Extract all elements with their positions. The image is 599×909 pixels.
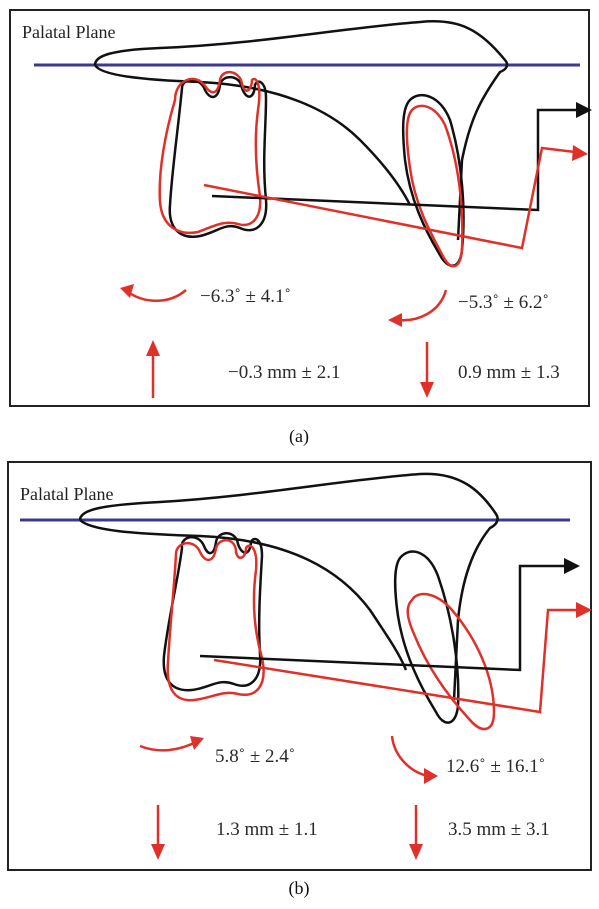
palatal-plane-label: Palatal Plane [22,22,115,42]
panel-b: Palatal Plane 5.8˚ ± 2.4˚ 12.6˚ ± 16.1˚ … [0,450,599,904]
rotation-right-arrow [397,289,448,322]
occlusal-line-pre [199,564,565,672]
vertical-left-arrowhead [151,844,165,860]
maxilla-outline [78,472,499,701]
vertical-right-value: 3.5 mm ± 3.1 [448,819,550,840]
vertical-left-value: −0.3 mm ± 2.1 [228,362,340,383]
maxilla-outline [93,20,509,241]
vertical-right-value: 0.9 mm ± 1.3 [458,362,560,383]
vertical-left-arrowhead [146,340,160,356]
rotation-left-arrow [127,289,187,302]
occlusal-line-pre [211,108,578,212]
arrowhead-post [576,602,592,618]
rotation-left-value: 5.8˚ ± 2.4˚ [215,746,295,767]
rotation-right-arrowhead [388,313,402,327]
arrowhead-pre [564,558,580,574]
rotation-left-arrow [139,740,197,752]
caption-a: (a) [289,426,309,447]
rotation-left-value: −6.3˚ ± 4.1˚ [200,286,291,307]
rotation-right-value: −5.3˚ ± 6.2˚ [458,292,549,313]
arrowhead-pre [576,102,592,118]
incisor-post-outline [405,104,464,268]
panel-a: Palatal Plane −6.3˚ ± 4.1˚ −5.3˚ ± 6.2˚ … [0,0,599,450]
incisor-post-outline [406,592,496,731]
rotation-right-arrowhead [424,768,438,784]
occlusal-line-post [203,146,576,250]
arrowhead-post [572,145,588,161]
molar-post-outline [166,539,265,702]
caption-b: (b) [289,878,310,899]
rotation-left-arrowhead [120,284,134,298]
molar-post-outline [158,71,262,235]
rotation-right-arrow [390,735,429,778]
vertical-left-value: 1.3 mm ± 1.1 [216,819,318,840]
occlusal-line-post [213,608,578,714]
panel-b-diagram: Palatal Plane 5.8˚ ± 2.4˚ 12.6˚ ± 16.1˚ … [7,461,592,899]
incisor-pre-outline [394,550,460,724]
vertical-right-arrowhead [420,382,434,398]
panel-frame [7,461,592,871]
palatal-plane-label: Palatal Plane [20,484,113,504]
panel-a-diagram: Palatal Plane −6.3˚ ± 4.1˚ −5.3˚ ± 6.2˚ … [9,9,592,447]
rotation-right-value: 12.6˚ ± 16.1˚ [446,756,545,777]
vertical-right-arrowhead [409,844,423,860]
rotation-left-arrowhead [190,736,204,750]
